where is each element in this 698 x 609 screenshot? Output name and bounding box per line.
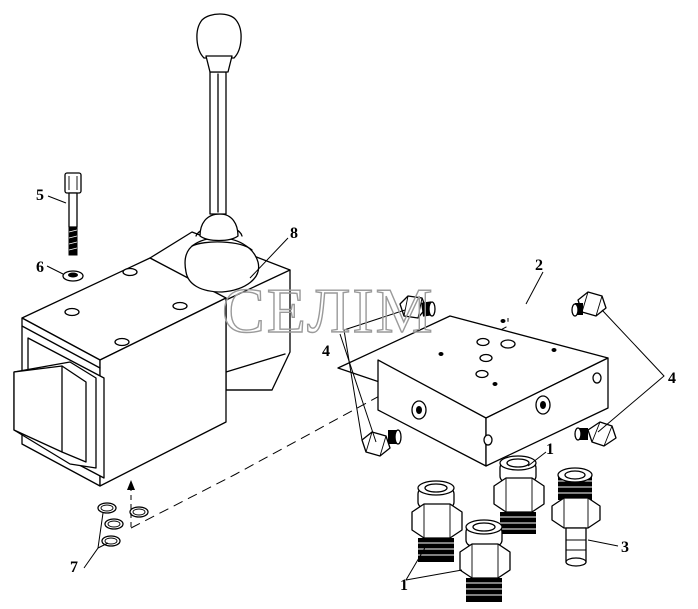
leader-lines [46, 195, 665, 581]
plug-bottom-left [361, 429, 402, 457]
hose-barb-fitting [551, 467, 601, 567]
washer [62, 270, 84, 282]
callout-3: 3 [621, 539, 629, 556]
callout-6: 6 [36, 259, 44, 276]
callout-1-bottom: 1 [400, 577, 408, 594]
manifold-plate [337, 315, 609, 467]
plug-top-left [399, 295, 436, 319]
callout-4-right: 4 [668, 370, 676, 387]
watermark: СЕЛІМ [222, 275, 435, 346]
fitting-center [493, 455, 545, 534]
joystick-knob [196, 13, 242, 59]
assembly-line [127, 318, 509, 529]
fitting-bottom [459, 519, 511, 602]
o-rings [97, 502, 149, 547]
joystick-valve-assembly [13, 13, 291, 487]
callout-5: 5 [36, 187, 44, 204]
plug-bottom-right [574, 421, 617, 447]
plug-top-right [571, 291, 607, 317]
rubber-boot [184, 237, 260, 293]
callout-2: 2 [535, 257, 543, 274]
fitting-left [411, 480, 463, 562]
callout-1-right: 1 [546, 441, 554, 458]
callout-7: 7 [70, 559, 78, 576]
callout-8: 8 [290, 225, 298, 242]
callout-4-left: 4 [322, 343, 330, 360]
bolt [64, 172, 82, 256]
